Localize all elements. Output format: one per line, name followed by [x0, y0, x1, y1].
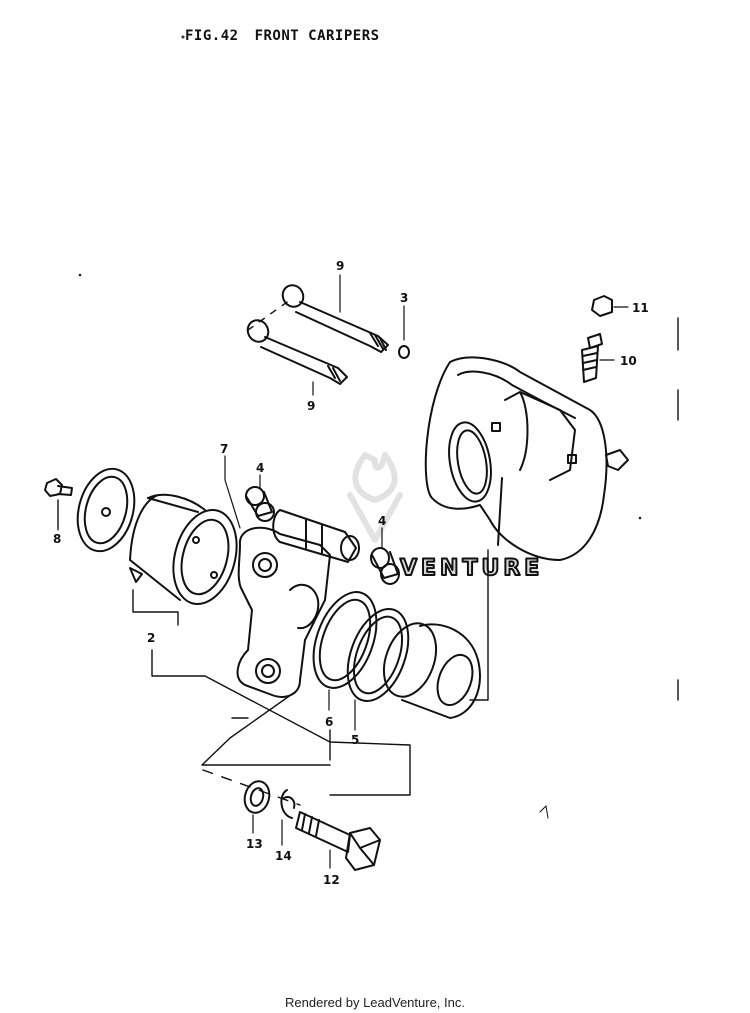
- part-5-seal-inner: [352, 615, 404, 695]
- part-12-bolt: [295, 811, 381, 871]
- callout-3: 3: [400, 291, 408, 305]
- part-5-seal: [346, 607, 410, 703]
- callout-4-upper: 4: [256, 461, 264, 475]
- part-14-lock-washer: [280, 789, 296, 819]
- part-8-screw: [44, 478, 73, 497]
- part-10-bleeder-screw: [581, 333, 603, 383]
- callout-6: 6: [325, 715, 333, 729]
- part-11-cap: [591, 295, 613, 317]
- figure-title: FIG.42 FRONT CARIPERS: [185, 28, 380, 44]
- slider-pin: [272, 509, 360, 563]
- part-6-seal: [312, 591, 378, 689]
- part-13-washer-inner: [249, 787, 265, 807]
- callout-9-upper: 9: [336, 259, 344, 273]
- part-6-seal-inner: [318, 598, 372, 682]
- caliper-bleed-plug: [605, 449, 629, 471]
- callout-8: 8: [53, 532, 61, 546]
- part-13-washer: [243, 780, 271, 814]
- figure-name: FRONT CARIPERS: [254, 28, 380, 44]
- callout-4-lower: 4: [378, 514, 386, 528]
- caliper-piston: [382, 622, 481, 719]
- callout-5: 5: [351, 733, 359, 747]
- callout-leaders: [57, 274, 629, 869]
- callout-13: 13: [246, 837, 263, 851]
- footer-credit: Rendered by LeadVenture, Inc.: [285, 995, 465, 1010]
- callout-9-lower: 9: [307, 399, 315, 413]
- watermark-logo: [347, 452, 403, 543]
- part-9-bolt-lower: [246, 319, 348, 385]
- part-4-bushing-upper: [245, 486, 275, 522]
- part-2-piston-assembly: [76, 467, 238, 606]
- callout-11: 11: [632, 301, 649, 315]
- assembly-guide-lines: [57, 299, 679, 806]
- part-4-bushing-lower: [370, 547, 400, 585]
- callout-14: 14: [275, 849, 292, 863]
- watermark-text: VENTURE: [400, 556, 543, 581]
- part-9-bolt-upper: [281, 284, 389, 353]
- caliper-body: [424, 356, 608, 561]
- callout-10: 10: [620, 354, 637, 368]
- callout-2: 2: [147, 631, 155, 645]
- figure-number: FIG.42: [185, 28, 239, 44]
- scan-specks: [78, 35, 642, 819]
- callout-7: 7: [220, 442, 228, 456]
- callout-12: 12: [323, 873, 340, 887]
- part-3-ring: [398, 345, 410, 359]
